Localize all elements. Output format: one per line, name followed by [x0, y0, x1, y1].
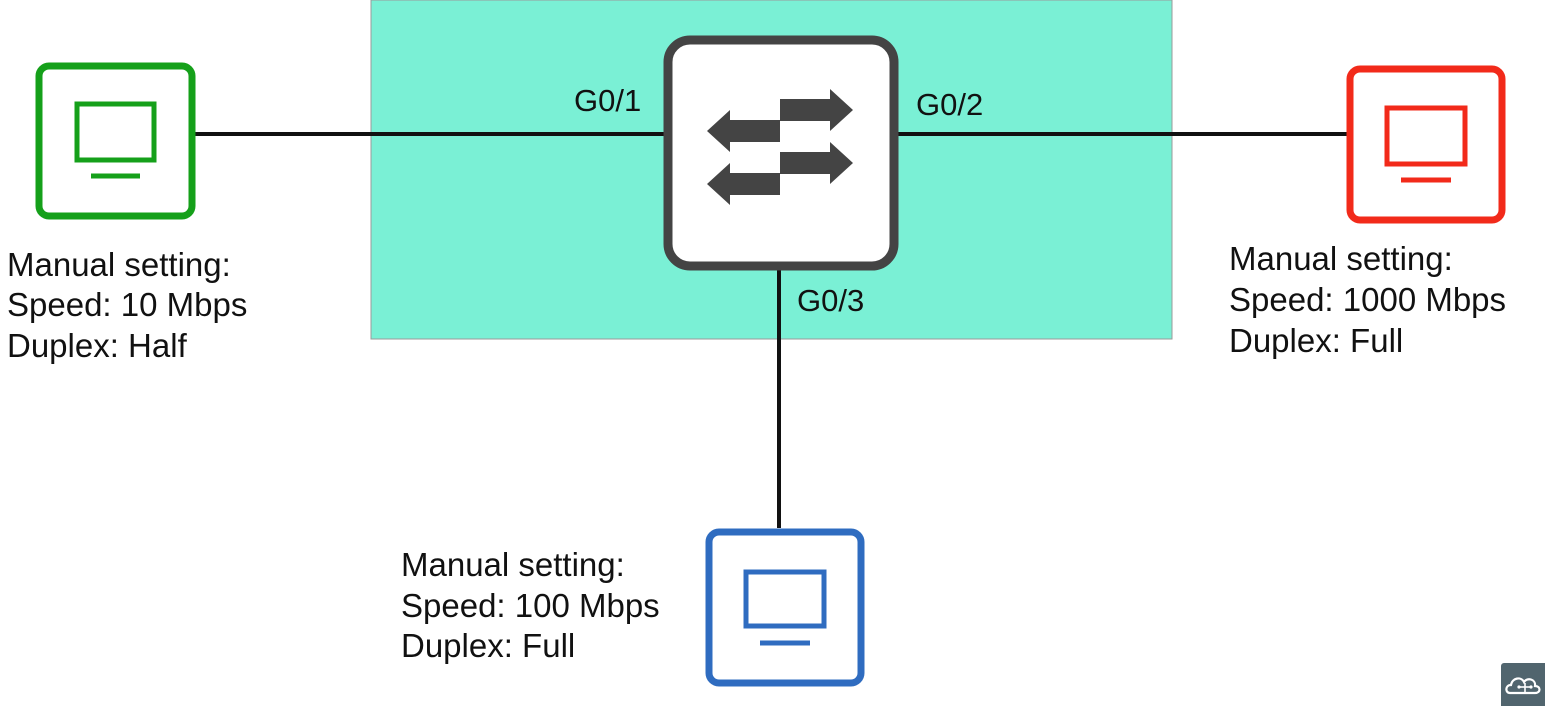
pc-bottom[interactable]: [705, 528, 865, 687]
port-label-g03: G0/3: [797, 283, 864, 318]
pc-right-setting-speed: Speed: 1000 Mbps: [1229, 281, 1506, 318]
pc-right-frame: [1346, 65, 1506, 224]
monitor-icon: [74, 101, 157, 179]
pc-left-setting-line1: Manual setting:: [7, 246, 231, 283]
pc-bottom-setting-duplex: Duplex: Full: [401, 627, 575, 664]
pc-bottom-setting: Manual setting: Speed: 100 Mbps Duplex: …: [401, 546, 669, 664]
pc-bottom-setting-speed: Speed: 100 Mbps: [401, 587, 660, 624]
pc-right[interactable]: [1346, 65, 1506, 224]
watermark-badge: [1501, 663, 1545, 706]
monitor-icon: [1384, 105, 1468, 183]
pc-left[interactable]: [35, 62, 196, 220]
pc-right-setting-line1: Manual setting:: [1229, 240, 1453, 277]
switch-arrows-icon: [707, 89, 853, 205]
pc-right-setting-duplex: Duplex: Full: [1229, 322, 1403, 359]
cloud-network-icon: [1505, 677, 1541, 695]
pc-right-setting: Manual setting: Speed: 1000 Mbps Duplex:…: [1229, 240, 1515, 359]
pc-bottom-setting-line1: Manual setting:: [401, 546, 625, 583]
port-label-g01: G0/1: [574, 83, 641, 118]
port-label-g02: G0/2: [916, 87, 983, 122]
switch[interactable]: [663, 35, 899, 271]
monitor-icon: [743, 569, 827, 646]
pc-left-setting-duplex: Duplex: Half: [7, 327, 188, 364]
pc-bottom-frame: [705, 528, 865, 687]
pc-left-setting: Manual setting: Speed: 10 Mbps Duplex: H…: [7, 246, 257, 364]
pc-left-frame: [35, 62, 196, 220]
pc-left-setting-speed: Speed: 10 Mbps: [7, 286, 247, 323]
